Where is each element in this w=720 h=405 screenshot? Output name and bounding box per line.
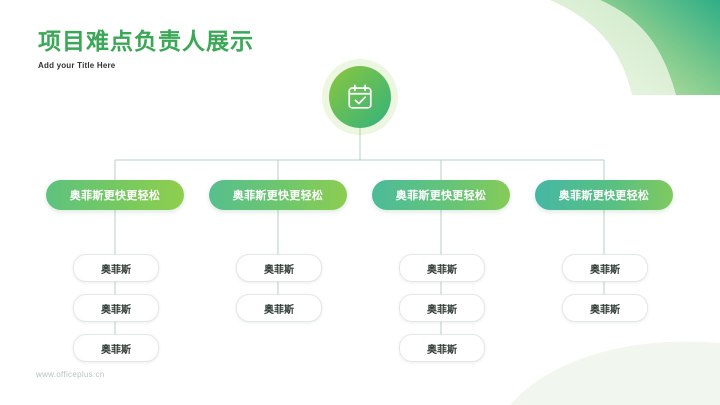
title-block: 项目难点负责人展示 Add your Title Here	[38, 28, 254, 70]
leaf-node[interactable]: 奥菲斯	[236, 254, 322, 282]
page-subtitle: Add your Title Here	[38, 60, 116, 70]
leaf-node-label: 奥菲斯	[101, 264, 131, 276]
root-node[interactable]	[329, 66, 391, 128]
branch-header-label: 奥菲斯更快更轻松	[395, 190, 487, 202]
leaf-node-label: 奥菲斯	[590, 304, 620, 316]
leaf-node-label: 奥菲斯	[264, 304, 294, 316]
branch-header-1[interactable]: 奥菲斯更快更轻松	[46, 180, 184, 210]
branch-header-2[interactable]: 奥菲斯更快更轻松	[209, 180, 347, 210]
leaf-node-label: 奥菲斯	[427, 264, 457, 276]
leaf-node[interactable]: 奥菲斯	[236, 294, 322, 322]
leaf-node[interactable]: 奥菲斯	[73, 334, 159, 362]
leaf-node-label: 奥菲斯	[427, 304, 457, 316]
leaf-node-label: 奥菲斯	[101, 344, 131, 356]
leaf-node[interactable]: 奥菲斯	[73, 254, 159, 282]
calendar-check-icon	[345, 82, 375, 112]
branch-header-label: 奥菲斯更快更轻松	[558, 190, 650, 202]
branch-header-3[interactable]: 奥菲斯更快更轻松	[372, 180, 510, 210]
branch-header-label: 奥菲斯更快更轻松	[69, 190, 161, 202]
leaf-node[interactable]: 奥菲斯	[399, 334, 485, 362]
leaf-node[interactable]: 奥菲斯	[399, 294, 485, 322]
leaf-node-label: 奥菲斯	[101, 304, 131, 316]
leaf-node-label: 奥菲斯	[264, 264, 294, 276]
leaf-node[interactable]: 奥菲斯	[73, 294, 159, 322]
decor-swoosh-top-right	[550, 0, 720, 95]
branch-header-label: 奥菲斯更快更轻松	[232, 190, 324, 202]
leaf-node[interactable]: 奥菲斯	[562, 294, 648, 322]
decor-arc-bottom-right	[510, 341, 720, 405]
leaf-node[interactable]: 奥菲斯	[562, 254, 648, 282]
footer-url: www.officeplus.cn	[36, 370, 105, 379]
branch-header-4[interactable]: 奥菲斯更快更轻松	[535, 180, 673, 210]
leaf-node-label: 奥菲斯	[427, 344, 457, 356]
leaf-node[interactable]: 奥菲斯	[399, 254, 485, 282]
page-title: 项目难点负责人展示	[38, 28, 254, 54]
leaf-node-label: 奥菲斯	[590, 264, 620, 276]
